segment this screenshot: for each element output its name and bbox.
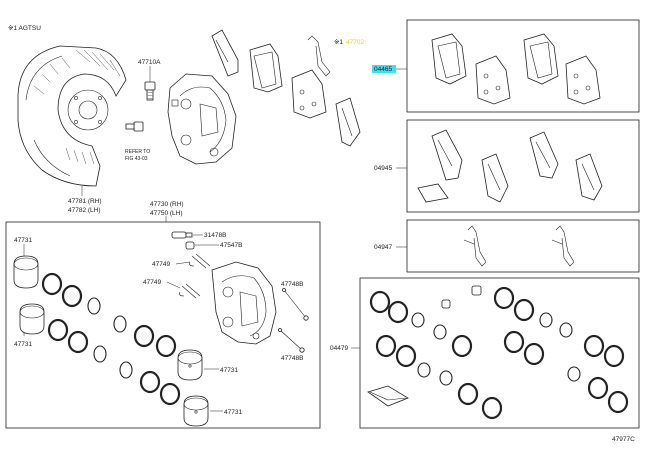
bleeder-screw[interactable] xyxy=(171,231,193,239)
clip-47702[interactable] xyxy=(307,35,331,77)
refer-text-1: REFER TO xyxy=(125,149,150,155)
label-04465: 04465 xyxy=(374,66,392,73)
label-47782: 47782 (LH) xyxy=(68,207,101,214)
refer-text-2: FIG 43-03 xyxy=(125,156,148,162)
clip-set-04947[interactable] xyxy=(463,225,575,267)
dust-shield[interactable] xyxy=(17,45,127,187)
label-47748b-a: 47748B xyxy=(281,281,303,288)
pistons-right[interactable] xyxy=(177,349,209,427)
label-04479: 04479 xyxy=(330,345,348,352)
pad-set-04465[interactable] xyxy=(431,33,601,105)
bleeder-cap[interactable] xyxy=(185,241,195,250)
box-04947 xyxy=(406,219,640,273)
marker-1: ※1 xyxy=(334,39,343,46)
label-47749-a: 47749 xyxy=(152,261,170,268)
label-47749-b: 47749 xyxy=(143,279,161,286)
box-caliper-kit xyxy=(5,221,321,429)
label-47547b: 47547B xyxy=(220,242,242,249)
box-04945 xyxy=(406,119,640,213)
label-47710a: 47710A xyxy=(138,59,161,66)
figure-id: 47977C xyxy=(612,436,635,443)
pins-47748b[interactable] xyxy=(278,288,309,353)
label-47731-d: 47731 xyxy=(224,409,242,416)
caliper-body[interactable] xyxy=(211,261,277,345)
label-47731-c: 47731 xyxy=(220,367,238,374)
box-04479 xyxy=(359,277,640,429)
bolt-refer[interactable] xyxy=(125,121,144,132)
shim-top-1[interactable] xyxy=(211,29,239,77)
seal-kit-04479[interactable] xyxy=(367,285,629,420)
pad-top-2[interactable] xyxy=(291,69,327,119)
pins-47749[interactable] xyxy=(179,253,211,299)
shim-set-04945[interactable] xyxy=(417,129,603,203)
label-47731-a: 47731 xyxy=(14,237,32,244)
pad-top-1[interactable] xyxy=(249,43,283,93)
label-04945: 04945 xyxy=(374,165,392,172)
box-04465 xyxy=(406,19,640,113)
label-47748b-b: 47748B xyxy=(281,355,303,362)
shim-top-2[interactable] xyxy=(335,97,361,147)
label-47731-b: 47731 xyxy=(14,341,32,348)
note-agtsu: ※1 AGTSU xyxy=(8,25,41,32)
label-31478b: 31478B xyxy=(204,232,226,239)
pistons-left[interactable] xyxy=(13,255,45,335)
highlight-04465 xyxy=(372,65,396,73)
caliper-assembly[interactable] xyxy=(167,73,237,165)
seals-left[interactable] xyxy=(41,272,181,406)
label-04947: 04947 xyxy=(374,244,392,251)
bolt-47710a[interactable] xyxy=(144,81,156,101)
marker-1-part: 47702 xyxy=(346,39,364,46)
label-47750: 47750 (LH) xyxy=(150,210,183,217)
label-47730: 47730 (RH) xyxy=(150,201,184,208)
label-47781: 47781 (RH) xyxy=(68,198,102,205)
